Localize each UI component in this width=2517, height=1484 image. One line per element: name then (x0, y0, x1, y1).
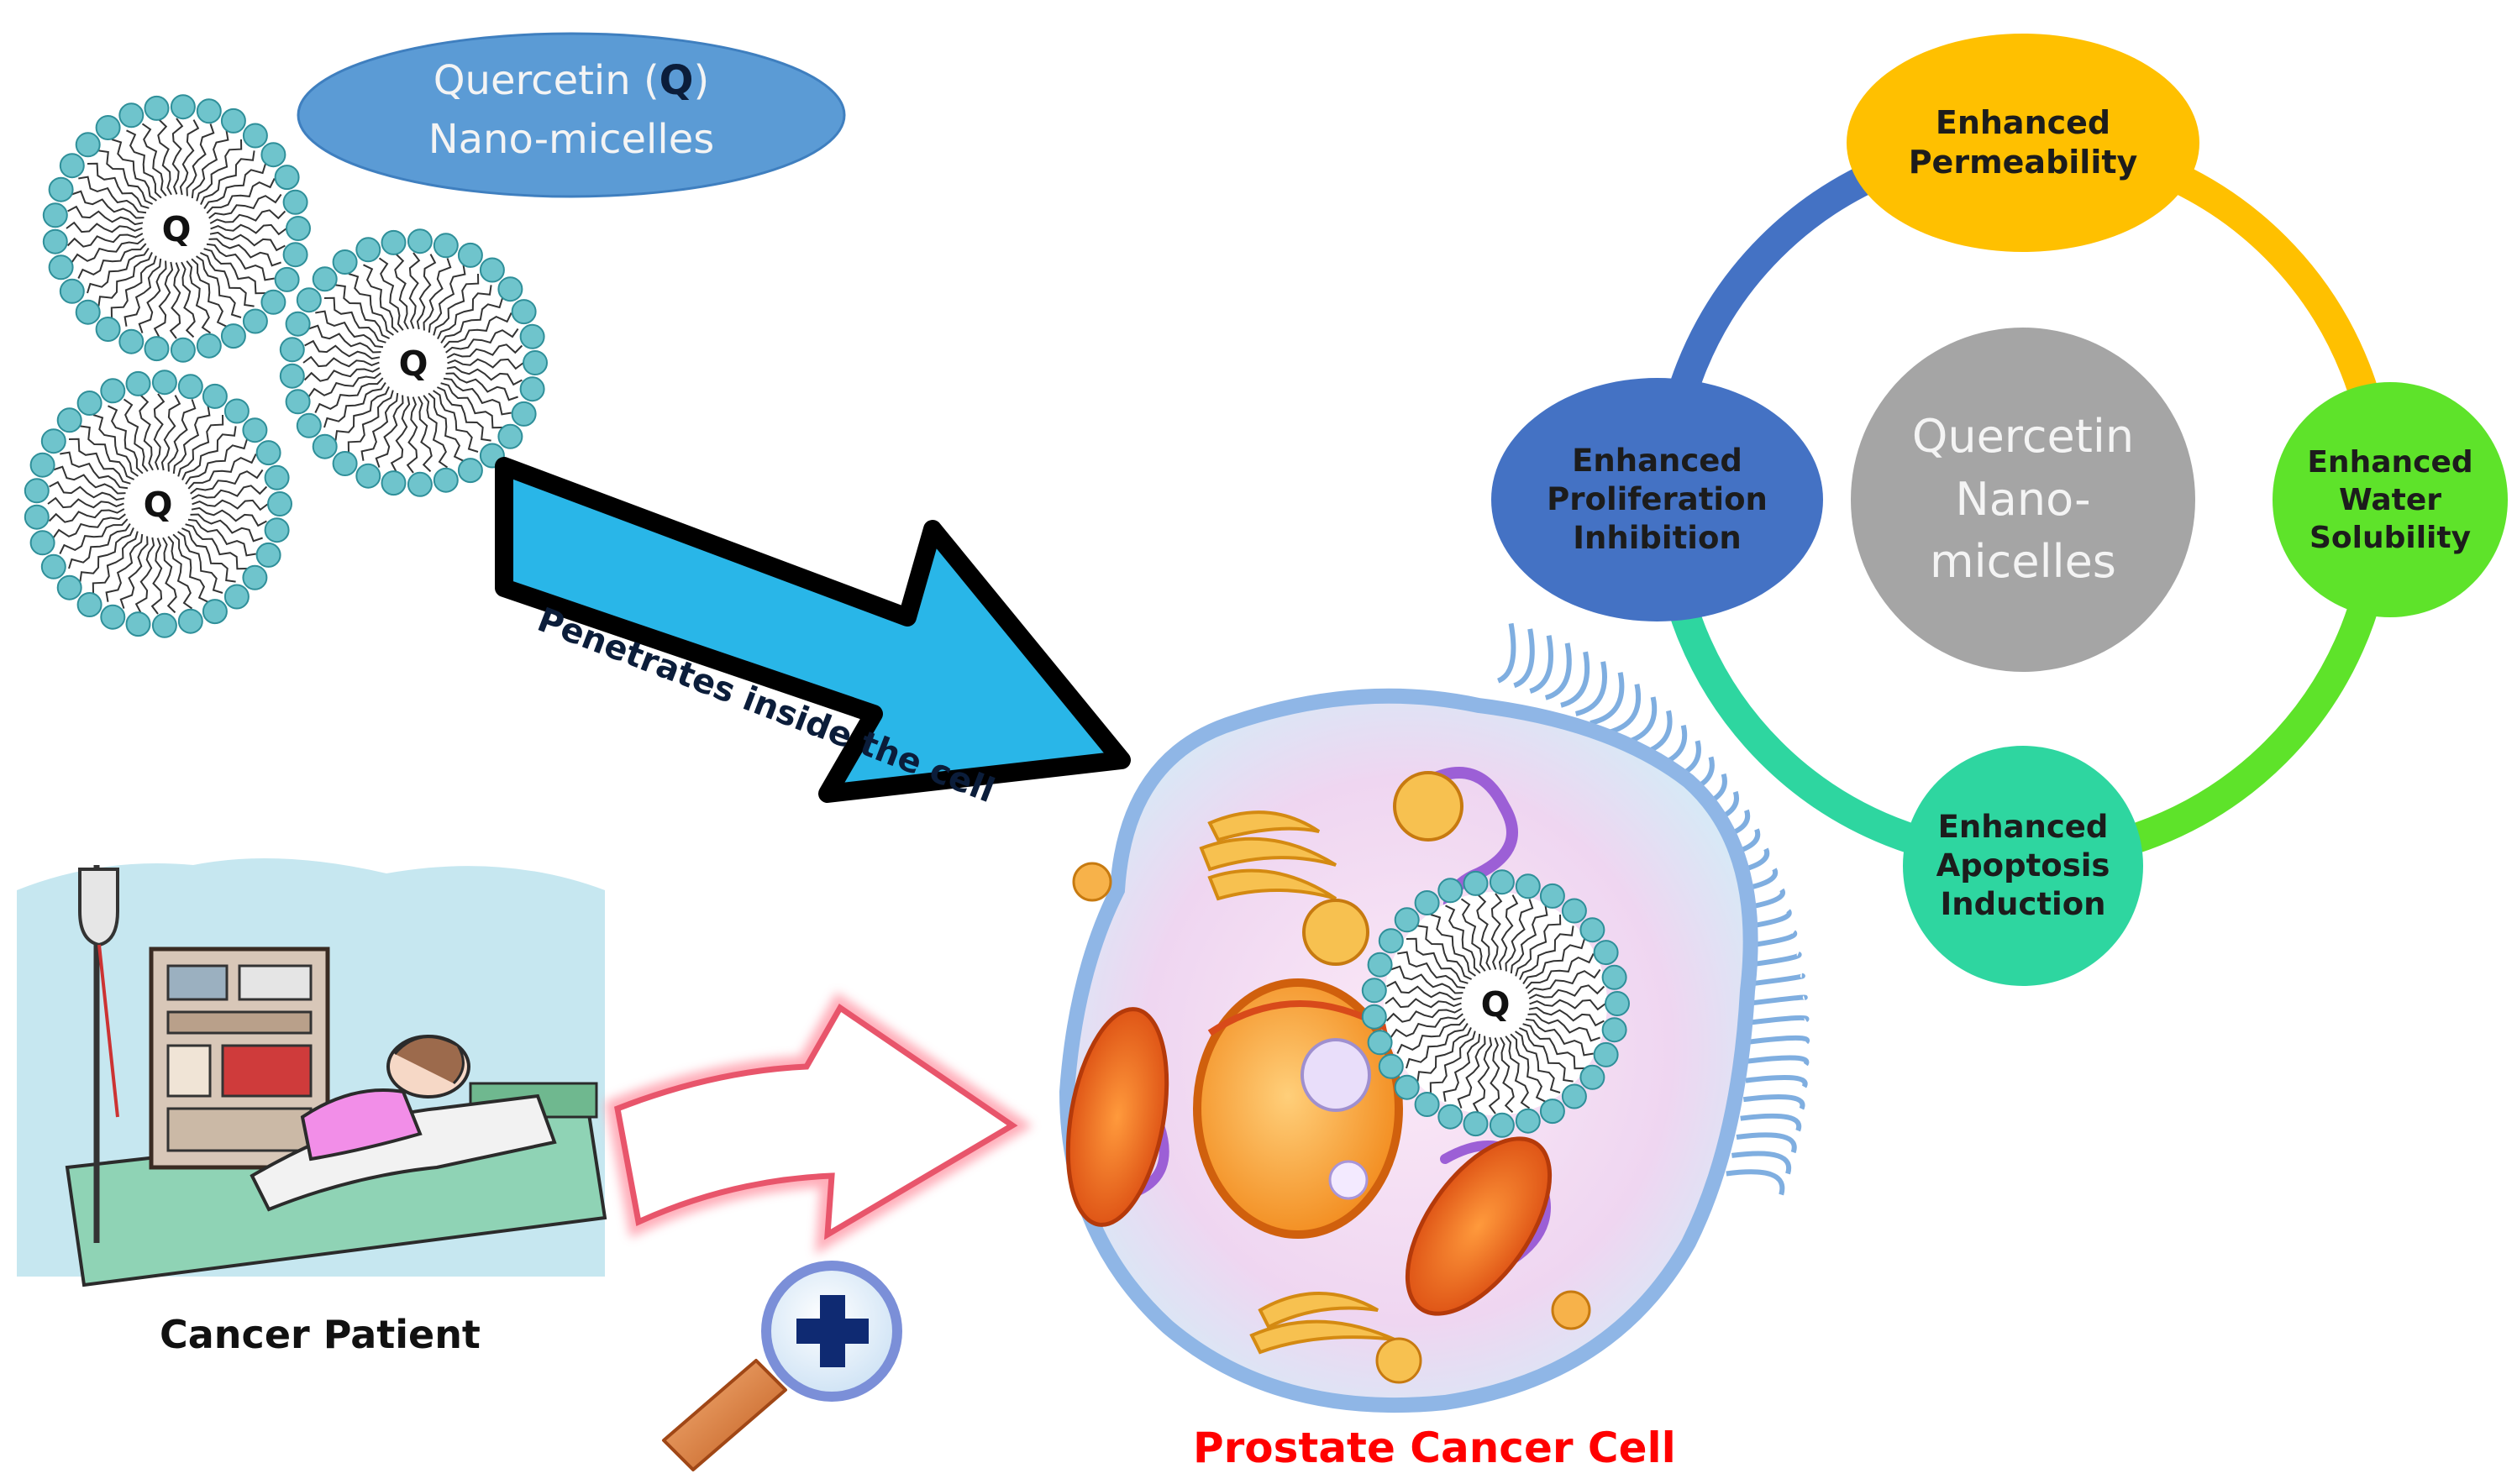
micelle-title-line-1: Quercetin (Q) (319, 52, 823, 111)
prostate-cancer-cell-illustration: Q (1059, 622, 1810, 1413)
permeability-line-2: Permeability (1908, 144, 2138, 181)
proliferation-line-2: Proliferation (1547, 480, 1768, 517)
apoptosis-line-3: Induction (1940, 886, 2106, 923)
micelle-title-line-2: Nano-micelles (428, 115, 715, 163)
apoptosis-line-1: Enhanced (1937, 808, 2109, 845)
center-line-2: Nano- (1955, 472, 2091, 526)
micelle-inside-cell: Q (1361, 869, 1630, 1138)
node-enhanced-water-solubility: Enhanced Water Solubility (2273, 382, 2508, 617)
permeability-line-1: Enhanced (1935, 103, 2111, 141)
node-center: Quercetin Nano- micelles (1851, 328, 2195, 672)
micelle-title-suffix: ) (693, 57, 710, 104)
penetration-arrow (495, 457, 1131, 803)
patient-illustration (17, 858, 607, 1287)
micelle-top: Q (42, 94, 311, 363)
solubility-line-1: Enhanced (2307, 444, 2473, 480)
solubility-line-2: Water (2338, 482, 2442, 517)
micelle-core-letter: Q (399, 343, 428, 384)
title-ellipse (297, 32, 846, 198)
micelle-right: Q (279, 228, 548, 497)
micelle-title-prefix: Quercetin ( (433, 57, 659, 104)
proliferation-line-3: Inhibition (1573, 520, 1742, 557)
proliferation-line-1: Enhanced (1572, 442, 1742, 479)
patient-label: Cancer Patient (160, 1312, 481, 1357)
node-enhanced-proliferation-inhibition: Enhanced Proliferation Inhibition (1491, 378, 1823, 621)
solubility-line-3: Solubility (2309, 520, 2472, 555)
micelle-core-letter: Q (144, 485, 173, 525)
magnify-arrow (605, 992, 1033, 1255)
node-enhanced-apoptosis-induction: Enhanced Apoptosis Induction (1903, 746, 2143, 986)
micelle-title-q: Q (659, 57, 694, 104)
micelle-title: Quercetin (Q) Nano-micelles (319, 52, 823, 169)
center-line-1: Quercetin (1911, 410, 2135, 464)
micelle-core-letter: Q (162, 209, 192, 249)
cell-label: Prostate Cancer Cell (1193, 1424, 1676, 1472)
micelle-core-letter: Q (1481, 984, 1511, 1025)
apoptosis-line-2: Apoptosis (1936, 847, 2110, 884)
micelle-bottom: Q (24, 370, 292, 638)
magnifier-illustration (662, 1261, 902, 1471)
node-enhanced-permeability: Enhanced Permeability (1847, 34, 2199, 252)
micelle-cluster: Q Q Q (24, 94, 548, 638)
center-line-3: micelles (1930, 535, 2116, 589)
